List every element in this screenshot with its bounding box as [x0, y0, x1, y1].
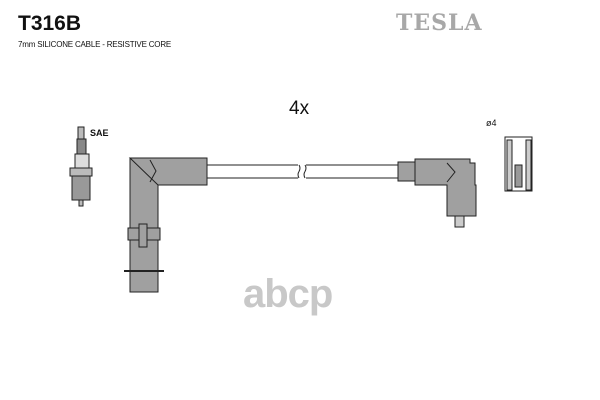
distributor-boot: [397, 158, 477, 228]
cable: [206, 163, 399, 180]
quantity-label: 4x: [289, 98, 310, 119]
terminal-icon: [504, 136, 533, 192]
spark-plug-icon: [69, 126, 93, 207]
description: 7mm SILICONE CABLE - RESISTIVE CORE: [18, 40, 172, 49]
watermark: abcp: [243, 272, 333, 316]
part-number: T316B: [18, 12, 82, 35]
brand-logo: TESLA: [396, 10, 483, 36]
spark-plug-label: SAE: [90, 128, 109, 138]
spark-plug-boot: [124, 157, 208, 293]
terminal-diameter-label: ø4: [486, 118, 497, 128]
